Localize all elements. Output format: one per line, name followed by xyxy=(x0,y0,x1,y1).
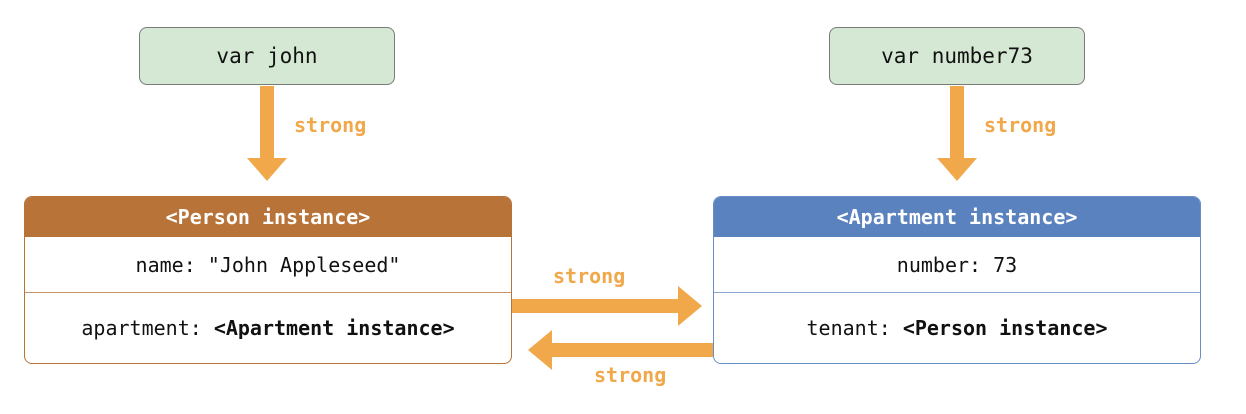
apartment-tenant-key: tenant: xyxy=(806,316,903,340)
apartment-tenant-value: <Person instance> xyxy=(902,316,1108,340)
apartment-tenant-row: tenant: <Person instance> xyxy=(714,293,1200,363)
variable-number73-label: var number73 xyxy=(881,44,1033,68)
variable-number73: var number73 xyxy=(829,27,1085,85)
person-apartment-row: apartment: <Apartment instance> xyxy=(25,293,511,363)
arrow-label-person-to-apartment: strong xyxy=(553,264,626,288)
person-instance-header: <Person instance> xyxy=(25,197,511,237)
arrow-person-to-apartment xyxy=(512,286,702,326)
arrow-john-to-person xyxy=(247,86,287,181)
arrow-apartment-to-person xyxy=(528,330,713,370)
variable-john-label: var john xyxy=(216,44,318,68)
person-name-text: name: "John Appleseed" xyxy=(135,252,401,277)
arrow-label-number73: strong xyxy=(984,113,1057,137)
apartment-number-row: number: 73 xyxy=(714,237,1200,293)
person-apartment-key: apartment: xyxy=(81,316,214,340)
apartment-instance-header: <Apartment instance> xyxy=(714,197,1200,237)
arrow-label-apartment-to-person: strong xyxy=(594,363,667,387)
arrow-label-john: strong xyxy=(294,113,367,137)
person-instance-box: <Person instance> name: "John Appleseed"… xyxy=(24,196,512,364)
person-apartment-value: <Apartment instance> xyxy=(213,316,455,340)
apartment-number-text: number: 73 xyxy=(896,252,1018,277)
variable-john: var john xyxy=(139,27,395,85)
arrow-number73-to-apartment xyxy=(937,86,977,181)
person-name-row: name: "John Appleseed" xyxy=(25,237,511,293)
apartment-instance-box: <Apartment instance> number: 73 tenant: … xyxy=(713,196,1201,364)
